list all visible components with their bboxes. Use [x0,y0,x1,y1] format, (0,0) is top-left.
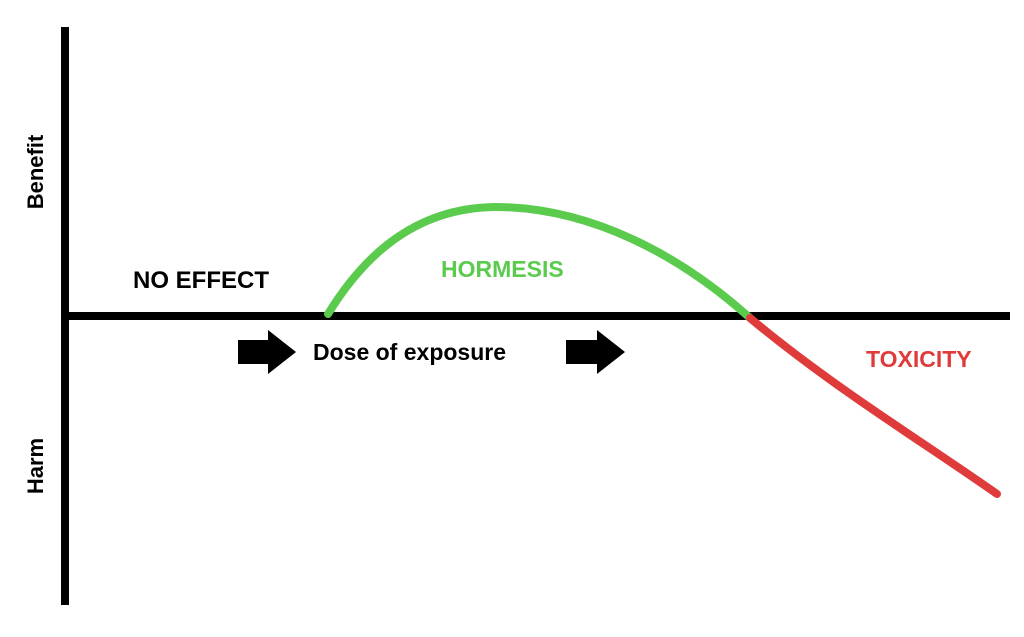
x-axis-label: Dose of exposure [313,339,506,365]
toxicity-label: TOXICITY [866,346,972,372]
toxicity-curve [746,314,1001,498]
y-axis-label-benefit: Benefit [23,134,48,209]
right-arrow-icon [566,330,625,374]
y-axis-label-harm: Harm [23,438,48,494]
hormesis-label: HORMESIS [441,256,564,282]
right-arrow-icon [238,330,296,374]
hormesis-curve [324,202,754,322]
no-effect-label: NO EFFECT [133,267,269,294]
